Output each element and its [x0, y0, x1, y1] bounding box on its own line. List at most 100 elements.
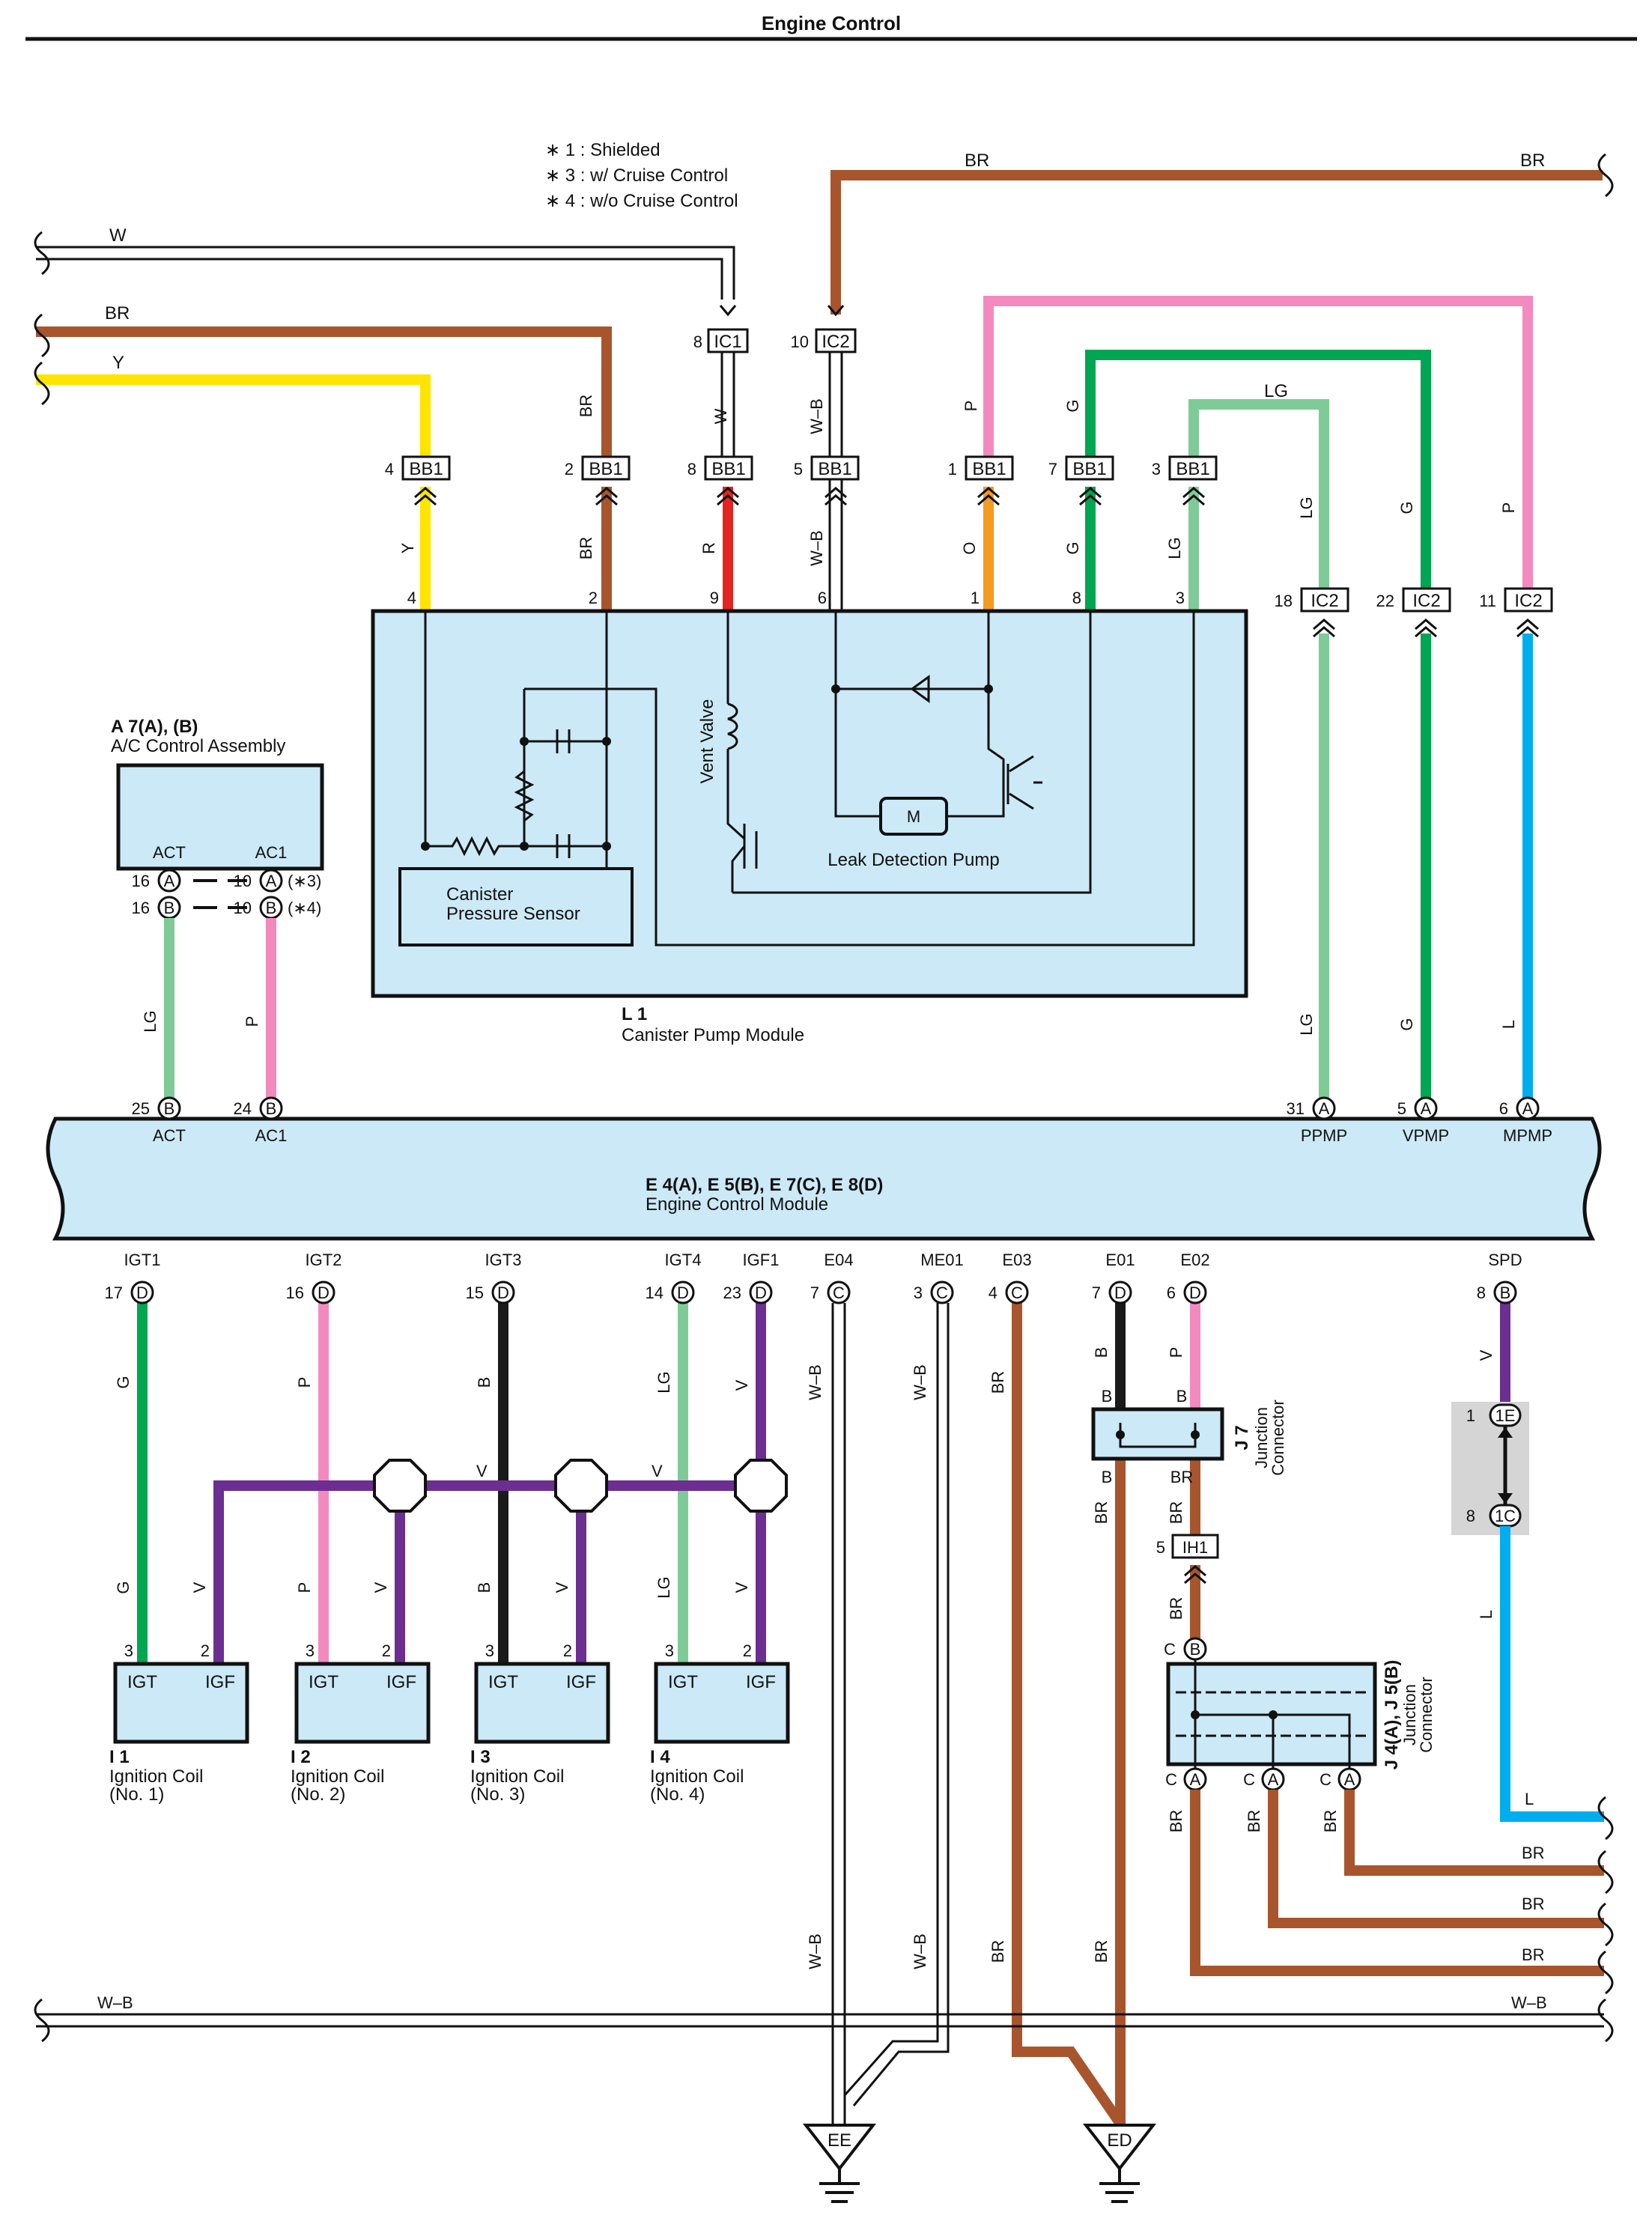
break-mark — [1597, 1850, 1614, 1995]
svg-text:VPMP: VPMP — [1403, 1126, 1449, 1145]
svg-text:E04: E04 — [824, 1251, 853, 1269]
label-br: BR — [1321, 1810, 1340, 1833]
pump-pin: 2 — [589, 589, 598, 607]
svg-text:ED: ED — [1107, 2130, 1132, 2151]
canister-pressure-sensor — [398, 867, 634, 947]
wire-g-loop — [1085, 350, 1431, 588]
label-br-left: BR — [105, 303, 130, 323]
wire-wb-e04 — [831, 1303, 950, 2124]
svg-text:J 7: J 7 — [1232, 1425, 1252, 1450]
connector-bb1-3: BB1 3 — [1152, 455, 1218, 506]
label-coil-color: P — [295, 1377, 314, 1388]
svg-text:IGT: IGT — [127, 1672, 157, 1692]
svg-text:IGF: IGF — [746, 1672, 776, 1692]
svg-text:6: 6 — [1499, 1099, 1508, 1118]
ac-ac1: AC1 — [255, 843, 288, 862]
svg-text:3: 3 — [485, 1641, 494, 1660]
wire-br-top — [830, 170, 1603, 315]
connector-ic2-22: IC2 22 — [1376, 587, 1451, 638]
svg-text:A: A — [1522, 1099, 1534, 1118]
svg-text:3: 3 — [124, 1641, 133, 1660]
label-v-bus-1: V — [476, 1462, 488, 1480]
pump-name: Canister Pump Module — [622, 1025, 804, 1045]
connector-ih1: IH1 5 BR — [1156, 1534, 1219, 1620]
svg-text:I 3: I 3 — [470, 1747, 491, 1767]
svg-text:BB1: BB1 — [409, 459, 443, 479]
svg-text:24: 24 — [234, 1099, 252, 1118]
svg-text:Junction: Junction — [1400, 1684, 1419, 1746]
label-v-spd: V — [1477, 1349, 1495, 1361]
svg-text:D: D — [1189, 1283, 1201, 1302]
svg-text:D: D — [318, 1283, 330, 1302]
label-br: BR — [1522, 1844, 1545, 1862]
svg-text:IC2: IC2 — [1311, 591, 1338, 611]
svg-text:5: 5 — [1156, 1538, 1165, 1557]
wire-l-spd — [1500, 1526, 1604, 1822]
pump-pin: 3 — [1176, 589, 1185, 607]
svg-text:BR: BR — [1170, 1468, 1194, 1486]
svg-text:B: B — [1500, 1283, 1511, 1302]
svg-text:MPMP: MPMP — [1503, 1126, 1552, 1145]
label-w-left: W — [109, 225, 127, 246]
ecm-terminal-vpmp: A 5 VPMP — [1397, 1096, 1449, 1145]
svg-text:PPMP: PPMP — [1301, 1126, 1347, 1145]
wire-wb-bottom — [36, 2013, 1604, 2028]
connector-ic2-11: IC2 11 — [1479, 587, 1553, 638]
svg-text:2: 2 — [382, 1641, 391, 1660]
svg-text:7: 7 — [1048, 460, 1057, 478]
wire-br-out3 — [1190, 1790, 1604, 1976]
svg-text:5: 5 — [794, 460, 803, 478]
svg-text:B: B — [266, 1099, 277, 1118]
pump-pin: 8 — [1072, 589, 1081, 607]
svg-text:25: 25 — [132, 1099, 150, 1118]
wire-br-e03 — [1012, 1303, 1125, 2127]
ac-terminals: A B A B — [157, 869, 283, 920]
svg-text:C: C — [1243, 1770, 1255, 1789]
connector-bb1-2: BB1 2 — [565, 455, 631, 506]
label-br-top1: BR — [965, 151, 989, 171]
svg-text:8: 8 — [1477, 1283, 1486, 1302]
wire-w-left — [36, 246, 735, 300]
svg-text:IGT: IGT — [309, 1672, 338, 1692]
svg-text:2: 2 — [563, 1641, 572, 1660]
pump-pin: 9 — [710, 589, 719, 607]
connector-bb1-7: BB1 7 — [1048, 455, 1114, 506]
ecm-code: E 4(A), E 5(B), E 7(C), E 8(D) — [646, 1175, 883, 1195]
label-wb-down: W–B — [807, 530, 826, 566]
svg-text:C: C — [1011, 1283, 1023, 1302]
label-v-igf: V — [732, 1379, 751, 1391]
break-mark — [34, 1998, 1614, 2043]
break-mark — [1597, 153, 1614, 198]
label-p-bb1: P — [962, 401, 980, 412]
svg-text:C: C — [833, 1283, 845, 1302]
label-w-ic1: W — [711, 408, 730, 424]
label-wb-bottom-l: W–B — [97, 1993, 133, 2012]
svg-text:B: B — [1102, 1387, 1113, 1406]
leak-pump-label: Leak Detection Pump — [827, 850, 999, 870]
svg-text:BB1: BB1 — [1176, 459, 1209, 479]
label-l-spd-2: L — [1525, 1790, 1534, 1808]
note-no-cruise: ∗ 4 : w/o Cruise Control — [545, 191, 738, 211]
svg-text:16: 16 — [286, 1283, 304, 1302]
label-wb: W–B — [911, 1933, 929, 1969]
svg-text:2: 2 — [565, 460, 574, 478]
svg-text:SPD: SPD — [1488, 1251, 1522, 1269]
svg-text:2: 2 — [201, 1641, 210, 1660]
label-br: BR — [1092, 1940, 1111, 1963]
svg-text:BB1: BB1 — [711, 459, 745, 479]
svg-text:IGF: IGF — [386, 1672, 416, 1692]
svg-text:B: B — [164, 899, 175, 917]
label-coil-v: V — [190, 1582, 209, 1593]
break-mark — [34, 313, 50, 358]
label-br: BR — [1522, 1895, 1545, 1913]
svg-text:11: 11 — [1479, 592, 1496, 610]
svg-text:3: 3 — [1152, 460, 1161, 478]
label-wb: W–B — [806, 1933, 825, 1969]
wire-wb-ic2 — [828, 352, 843, 614]
svg-text:D: D — [497, 1283, 509, 1302]
